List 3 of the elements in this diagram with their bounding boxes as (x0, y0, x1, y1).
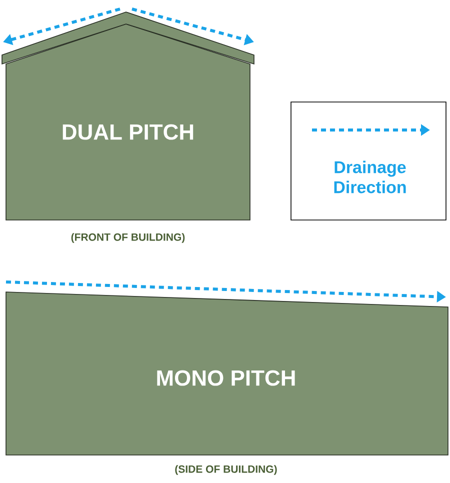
node-label: (SIDE OF BUILDING) (175, 465, 277, 475)
legend-label: Drainage Direction (334, 160, 406, 194)
node-label: (FRONT OF BUILDING) (71, 233, 185, 243)
